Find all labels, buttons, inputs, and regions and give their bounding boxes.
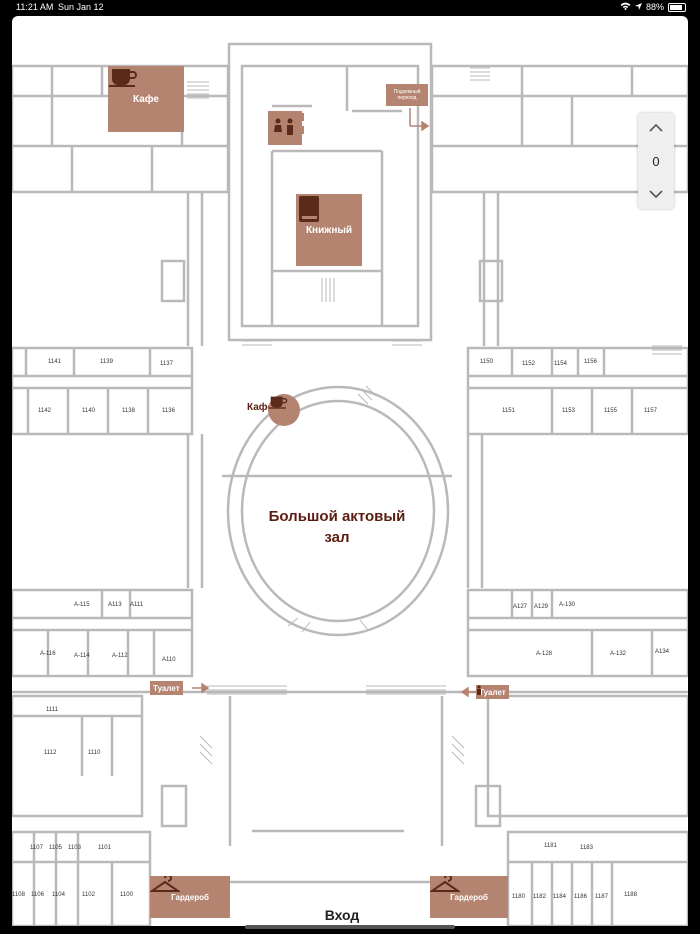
floor-map[interactable]: Кафе Книжный Подземный переход Кафе Боль…: [12, 16, 688, 926]
home-indicator[interactable]: [245, 925, 455, 929]
room-label: 1188: [624, 892, 637, 898]
room-label: А-130: [559, 602, 576, 608]
main-hall-label-2: зал: [324, 529, 350, 546]
room-label: 1182: [533, 894, 546, 900]
toilet-left-poi[interactable]: Туалет: [150, 681, 183, 695]
status-right: 88%: [620, 2, 686, 12]
room-label: А111: [130, 602, 144, 608]
underpass-label-2: переход: [397, 95, 417, 101]
room-label: 1107: [30, 845, 43, 851]
floor-down-button[interactable]: [638, 179, 674, 209]
stairs-icon: [296, 126, 304, 134]
cafe-top-label: Кафе: [133, 93, 159, 105]
room-label: 1111: [46, 707, 59, 713]
wifi-icon: [620, 2, 631, 12]
room-label: А127: [513, 604, 528, 610]
main-hall-label[interactable]: Большой актовый зал: [242, 506, 432, 548]
room-label: 1180: [512, 894, 525, 900]
floor-selector: 0: [638, 113, 674, 209]
coffee-cup-icon: [268, 396, 288, 409]
room-label: 1106: [31, 892, 44, 898]
room-label: 1136: [162, 408, 175, 414]
room-label: 1108: [12, 892, 25, 898]
room-label: А110: [162, 657, 176, 663]
room-label: 1138: [122, 408, 135, 414]
toilet-right-label: Туалет: [479, 687, 506, 697]
room-label: 1184: [553, 894, 566, 900]
toilet-right-poi[interactable]: Туалет: [476, 685, 509, 699]
cafe-circle-poi[interactable]: [268, 394, 300, 426]
room-label: А-132: [610, 651, 627, 657]
room-label: 1156: [584, 359, 597, 365]
cloakroom-right-poi[interactable]: Гардероб: [430, 876, 508, 918]
room-label: А-128: [536, 651, 553, 657]
room-label: 1110: [88, 750, 101, 756]
bookshop-label: Книжный: [305, 224, 353, 236]
room-label: А-112: [112, 653, 128, 659]
main-hall-label-1: Большой актовый: [268, 508, 406, 525]
cloakroom-right-label: Гардероб: [450, 892, 488, 902]
room-label: А113: [108, 602, 122, 608]
hanger-icon: [150, 876, 180, 892]
room-label: 1151: [502, 408, 515, 414]
room-label: А-115: [74, 602, 90, 608]
battery-icon: [668, 2, 686, 12]
room-label: 1137: [160, 361, 173, 367]
book-icon: [299, 196, 319, 222]
room-label: 1103: [68, 845, 81, 851]
entrance-label: Вход: [324, 907, 360, 923]
room-label: 1152: [522, 361, 535, 367]
room-label: А129: [534, 604, 549, 610]
battery-percent: 88%: [645, 2, 664, 12]
room-label: 1181: [544, 843, 557, 849]
room-label: 1157: [644, 408, 657, 414]
status-bar: 11:21 AM Sun Jan 12 88%: [0, 0, 700, 16]
room-label: 1105: [49, 845, 62, 851]
chevron-down-icon: [649, 190, 663, 199]
status-time: 11:21 AM: [16, 2, 54, 12]
room-label: 1183: [580, 845, 593, 851]
room-label: 1112: [44, 750, 57, 756]
cafe-top-poi[interactable]: Кафе: [108, 66, 184, 132]
coffee-cup-icon: [109, 69, 137, 87]
room-label: 1101: [98, 845, 111, 851]
floor-value: 0: [652, 153, 660, 169]
hanger-icon: [430, 876, 460, 892]
cloakroom-left-poi[interactable]: Гардероб: [150, 876, 230, 918]
room-label: 1142: [38, 408, 51, 414]
room-label: 1104: [52, 892, 65, 898]
room-label: 1150: [480, 359, 493, 365]
room-label: 1155: [604, 408, 617, 414]
cafe-circle-label: Кафе: [247, 402, 273, 413]
person-icon: [477, 685, 481, 695]
location-icon: [634, 2, 642, 12]
room-label: А-114: [74, 653, 90, 659]
chevron-up-icon: [649, 123, 663, 132]
toilet-left-label: Туалет: [153, 683, 180, 693]
room-label: 1153: [562, 408, 575, 414]
elevator-icon: [296, 113, 304, 121]
room-label: 1100: [120, 892, 133, 898]
underpass-poi[interactable]: Подземный переход: [386, 84, 428, 106]
status-date: Sun Jan 12: [58, 2, 104, 12]
room-label: А134: [655, 649, 670, 655]
room-label: 1187: [595, 894, 608, 900]
room-label: 1102: [82, 892, 95, 898]
room-label: 1139: [100, 359, 113, 365]
room-label: 1154: [554, 361, 567, 367]
floor-up-button[interactable]: [638, 113, 674, 143]
bookshop-poi[interactable]: Книжный: [296, 194, 362, 266]
room-label: 1140: [82, 408, 95, 414]
floor-plan-drawing: [12, 42, 688, 926]
room-label: А-116: [40, 651, 56, 657]
room-label: 1186: [574, 894, 587, 900]
restroom-icon: [274, 118, 293, 135]
underpass-label-1: Подземный: [393, 89, 421, 95]
cloakroom-left-label: Гардероб: [171, 892, 209, 902]
room-label: 1141: [48, 359, 61, 365]
